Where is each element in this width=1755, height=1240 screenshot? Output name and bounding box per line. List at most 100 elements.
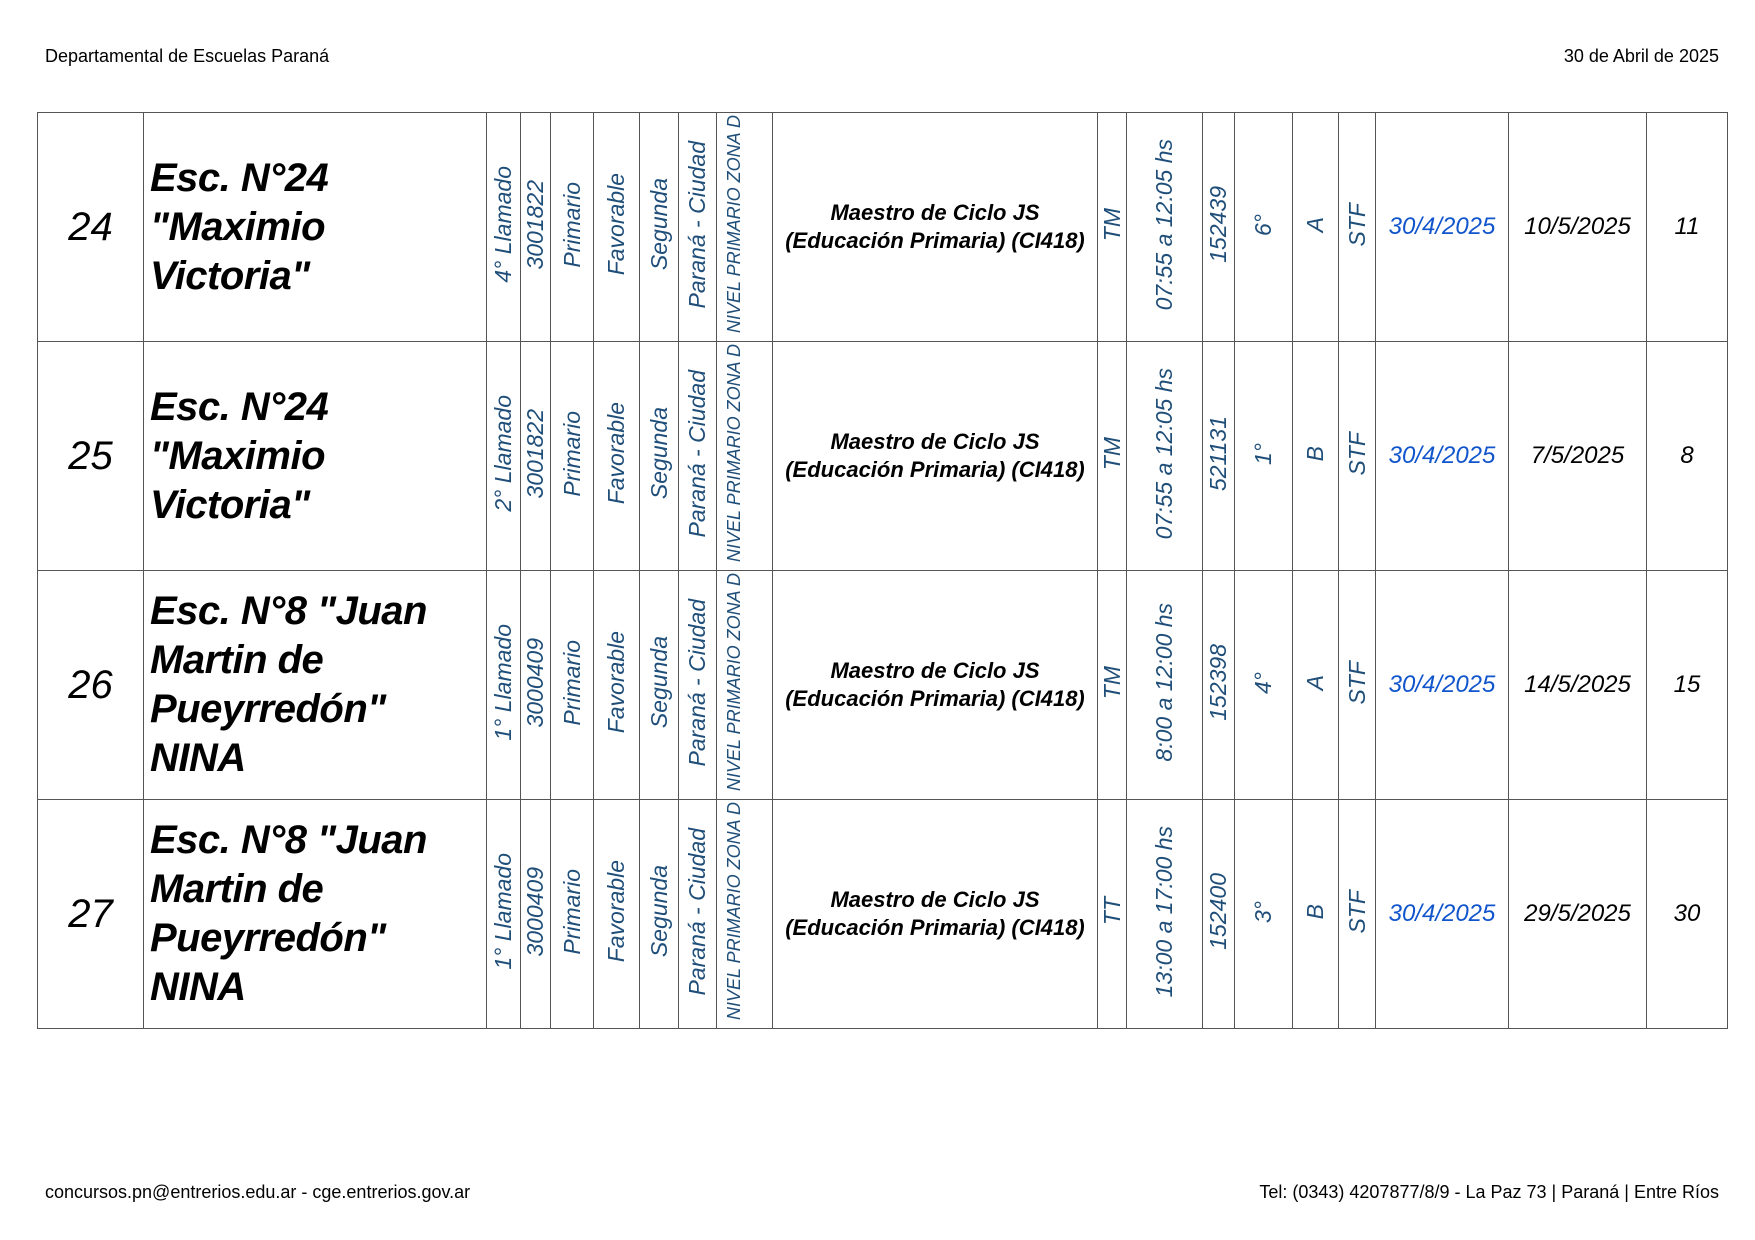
cell-supervision: NIVEL PRIMARIO ZONA D [716,112,773,342]
header-date: 30 de Abril de 2025 [1563,46,1719,66]
cell-row-number: 27 [37,799,144,1029]
cell-position: Maestro de Ciclo JS (Educación Primaria)… [772,570,1098,800]
cell-row-number: 26 [37,570,144,800]
city-text: Paraná - Ciudad [684,598,710,767]
cell-call-number: 1° Llamado [486,799,521,1029]
category-text: Segunda [645,865,672,958]
cell-zone-type: Favorable [593,112,640,342]
end-date-text: 29/5/2025 [1524,900,1631,927]
cell-status: STF [1338,570,1376,800]
end-date-text: 7/5/2025 [1530,442,1625,469]
cell-end-date: 29/5/2025 [1508,799,1647,1029]
schedule-text: 07:55 a 12:05 hs [1151,367,1177,540]
cell-status: STF [1338,799,1376,1029]
grade-text: 4° [1250,671,1276,694]
supervision-text: NIVEL PRIMARIO ZONA D [723,115,744,334]
cell-category: Segunda [639,341,679,571]
cell-end-date: 7/5/2025 [1508,341,1647,571]
call-number-text: 1° Llamado [490,624,516,741]
cell-row-number: 25 [37,341,144,571]
start-date-text: 30/4/2025 [1388,213,1496,240]
cell-call-number: 2° Llamado [486,341,521,571]
position-text: Maestro de Ciclo JS (Educación Primaria)… [785,200,1085,253]
start-date-text: 30/4/2025 [1388,900,1496,927]
cell-section: A [1292,112,1339,342]
zone-type-text: Favorable [603,402,629,505]
cell-shift: TM [1097,112,1127,342]
cell-shift: TT [1097,799,1127,1029]
shift-text: TM [1098,207,1125,242]
position-id-text: 521131 [1205,415,1231,492]
school-code-text: 3000409 [522,637,548,728]
category-text: Segunda [645,178,672,271]
row-number-text: 27 [68,891,113,936]
cell-end-date: 10/5/2025 [1508,112,1647,342]
school-code-text: 3001822 [522,408,548,499]
cell-grade: 1° [1234,341,1293,571]
cell-call-number: 1° Llamado [486,570,521,800]
schedule-text: 13:00 a 17:00 hs [1151,825,1177,998]
cell-supervision: NIVEL PRIMARIO ZONA D [716,341,773,571]
start-date-text: 30/4/2025 [1388,442,1496,469]
cell-start-date: 30/4/2025 [1375,341,1509,571]
footer-contact-email: concursos.pn@entrerios.edu.ar - cge.entr… [45,1182,471,1202]
zone-type-text: Favorable [603,173,629,276]
shift-text: TM [1098,665,1125,700]
cell-supervision: NIVEL PRIMARIO ZONA D [716,799,773,1029]
cell-school-code: 3000409 [520,570,551,800]
cell-end-date: 14/5/2025 [1508,570,1647,800]
position-text: Maestro de Ciclo JS (Educación Primaria)… [785,658,1085,711]
cell-grade: 3° [1234,799,1293,1029]
footer-contact-phone: Tel: (0343) 4207877/8/9 - La Paz 73 | Pa… [1259,1182,1719,1202]
level-text: Primario [558,868,585,955]
level-text: Primario [558,410,585,497]
cell-position-id: 152398 [1202,570,1235,800]
status-text: STF [1343,431,1370,476]
position-id-text: 152398 [1205,644,1231,721]
grade-text: 1° [1250,442,1276,465]
row-number-text: 26 [68,662,113,707]
shift-text: TM [1098,436,1125,471]
end-date-text: 10/5/2025 [1524,213,1631,240]
cell-start-date: 30/4/2025 [1375,799,1509,1029]
table-row: 27 Esc. N°8 "Juan Martin de Pueyrredón" N… [37,799,1728,1029]
days-text: 11 [1674,213,1700,240]
cell-school-code: 3001822 [520,112,551,342]
school-name-text: Esc. N°8 "Juan Martin de Pueyrredón" NIN… [150,589,427,780]
cell-position-id: 152400 [1202,799,1235,1029]
school-code-text: 3000409 [522,866,548,957]
cell-level: Primario [550,799,594,1029]
city-text: Paraná - Ciudad [684,140,710,309]
cell-schedule: 07:55 a 12:05 hs [1126,341,1203,571]
status-text: STF [1343,202,1370,247]
cell-days: 8 [1646,341,1728,571]
cell-days: 30 [1646,799,1728,1029]
cell-level: Primario [550,341,594,571]
cell-category: Segunda [639,570,679,800]
school-name-text: Esc. N°24 "Maximio Victoria" [150,384,329,527]
city-text: Paraná - Ciudad [684,369,710,538]
call-number-text: 1° Llamado [490,853,516,970]
status-text: STF [1343,660,1370,705]
position-id-text: 152400 [1205,873,1231,950]
zone-type-text: Favorable [603,860,629,963]
cell-start-date: 30/4/2025 [1375,112,1509,342]
cell-days: 15 [1646,570,1728,800]
cell-school-name: Esc. N°8 "Juan Martin de Pueyrredón" NIN… [143,799,487,1029]
grade-text: 6° [1250,213,1276,236]
cell-school-code: 3001822 [520,341,551,571]
supervision-text: NIVEL PRIMARIO ZONA D [723,344,744,563]
cell-position-id: 521131 [1202,341,1235,571]
city-text: Paraná - Ciudad [684,827,710,996]
cell-shift: TM [1097,341,1127,571]
cell-section: B [1292,341,1339,571]
position-text: Maestro de Ciclo JS (Educación Primaria)… [785,429,1085,482]
days-text: 15 [1673,671,1701,698]
section-text: B [1302,903,1328,920]
days-text: 8 [1680,442,1694,469]
schedule-text: 07:55 a 12:05 hs [1151,138,1177,311]
cell-school-code: 3000409 [520,799,551,1029]
cell-supervision: NIVEL PRIMARIO ZONA D [716,570,773,800]
